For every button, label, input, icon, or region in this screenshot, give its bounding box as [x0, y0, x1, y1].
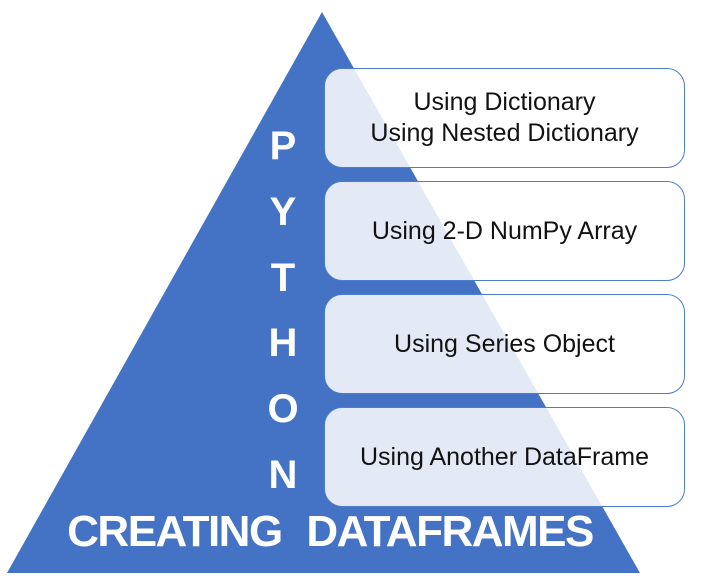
pyramid-letter-h: H [268, 321, 298, 366]
pyramid-base-title: CREATING DATAFRAMES [67, 507, 594, 556]
pyramid-letter-y: Y [269, 189, 297, 234]
pyramid-letter-n: N [268, 452, 298, 497]
method-box-numpy-array: Using 2-D NumPy Array [324, 181, 685, 281]
method-box-line: Using Nested Dictionary [370, 119, 639, 147]
method-box-line: Using 2-D NumPy Array [371, 216, 638, 245]
method-box-line: Using Another DataFrame [359, 442, 650, 471]
method-box-dictionary: Using Dictionary Using Nested Dictionary [324, 68, 685, 168]
method-box-series-object: Using Series Object [324, 294, 685, 394]
method-box-line: Using Dictionary [413, 88, 596, 116]
method-box-another-dataframe: Using Another DataFrame [324, 407, 685, 507]
method-box-line: Using Series Object [394, 329, 615, 358]
pyramid-letter-t: T [270, 255, 296, 300]
pyramid-letter-p: P [269, 124, 297, 168]
pyramid-letter-o: O [267, 387, 299, 432]
pyramid-vertical-label: P Y T H O N [255, 126, 311, 495]
